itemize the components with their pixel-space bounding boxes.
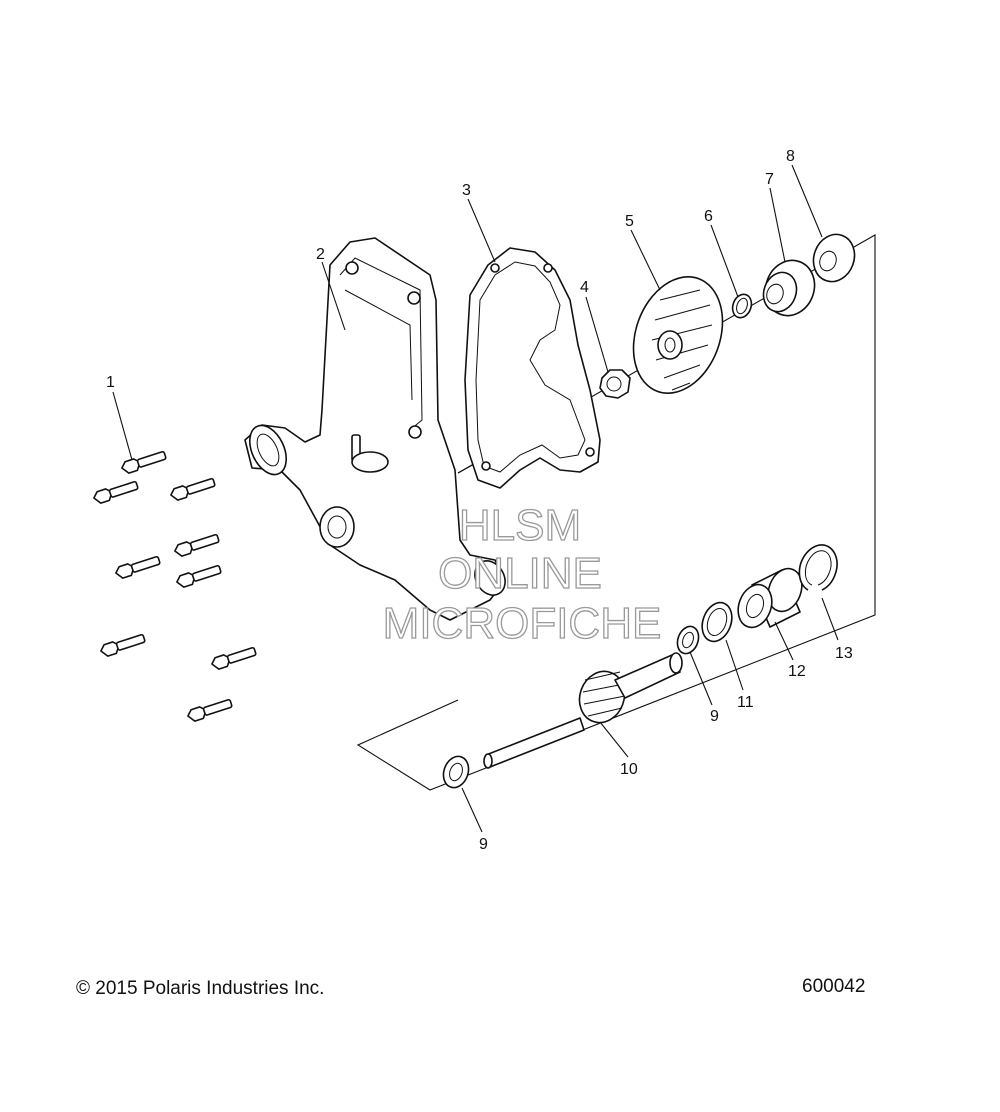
bolt <box>93 480 139 504</box>
watermark-line-1: HLSM <box>459 501 581 550</box>
callout-7: 7 <box>765 171 774 188</box>
callout-10: 10 <box>620 761 638 778</box>
callout-9-lower: 9 <box>479 836 488 853</box>
bolt <box>187 698 233 722</box>
bolt <box>100 633 146 657</box>
callout-9-upper: 9 <box>710 708 719 725</box>
callout-8: 8 <box>786 148 795 165</box>
callout-4: 4 <box>580 279 589 296</box>
callout-2: 2 <box>316 246 325 263</box>
callout-12: 12 <box>788 663 806 680</box>
bolt <box>176 564 222 588</box>
washer-lower <box>442 755 470 789</box>
pump-shaft <box>483 652 683 769</box>
retaining-ring <box>798 544 838 591</box>
watermark: HLSM ONLINE MICROFICHE <box>382 500 662 648</box>
leader-lines <box>112 164 839 833</box>
bushing <box>737 567 803 629</box>
nut <box>599 369 631 399</box>
bolt <box>115 555 161 579</box>
bolt <box>170 477 216 501</box>
bolt <box>174 533 220 557</box>
copyright-notice: © 2015 Polaris Industries Inc. <box>76 978 325 999</box>
callout-labels: 1 2 3 4 5 6 7 8 9 9 10 11 12 13 <box>106 148 853 853</box>
impeller <box>632 276 724 394</box>
pump-housing <box>244 237 506 621</box>
gasket <box>464 247 601 489</box>
callout-5: 5 <box>625 213 634 230</box>
seal-washer <box>812 233 856 283</box>
bolt <box>211 646 257 670</box>
callout-6: 6 <box>704 208 713 225</box>
o-ring-large <box>701 601 733 643</box>
bolt-group <box>93 450 257 722</box>
diagram-number: 600042 <box>802 976 866 997</box>
callout-11: 11 <box>737 694 754 711</box>
watermark-line-2: ONLINE <box>438 549 602 598</box>
callout-13: 13 <box>835 645 853 662</box>
bolt <box>121 450 167 474</box>
callout-1: 1 <box>106 374 115 391</box>
watermark-line-3: MICROFICHE <box>383 599 662 648</box>
washer-upper <box>676 625 700 655</box>
callout-3: 3 <box>462 182 471 199</box>
o-ring-small <box>731 293 753 319</box>
seal <box>762 259 816 317</box>
